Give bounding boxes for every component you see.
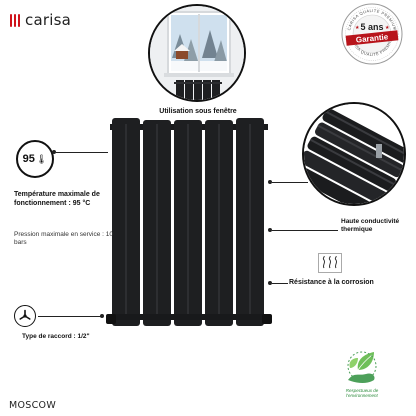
corrosion-resistance-label: Résistance à la corrosion (289, 279, 374, 286)
badge-years: 5 ans (360, 22, 383, 32)
svg-text:★: ★ (355, 25, 360, 31)
guarantee-badge: CARISA QUALITÉ PREMIUM CARISA QUALITÉ PR… (340, 2, 404, 66)
leader-dot-conductivity (268, 228, 272, 232)
leader-dot-corrosion (268, 281, 272, 285)
leader-line-connector (38, 316, 102, 317)
leader-dot-zoom (268, 180, 272, 184)
model-name: MOSCOW (9, 400, 57, 411)
temperature-unit-icon: 🌡︎ (35, 153, 48, 164)
leader-dot-temperature (52, 150, 56, 154)
thermometer-icon: 95 🌡︎ (16, 140, 54, 178)
high-conductivity-label: Haute conductivité thermique (341, 218, 400, 233)
max-pressure-label: Pression maximale en service : 10 bars (14, 231, 113, 246)
brand-name: carisa (25, 11, 71, 29)
window-scene-image (148, 4, 246, 102)
heat-waves-icon (318, 253, 342, 273)
brand-logo: carisa (10, 11, 71, 29)
leader-line-zoom (272, 182, 308, 183)
leader-line-corrosion (272, 283, 288, 284)
temperature-value: 95 (22, 153, 35, 165)
badge-guarantee: Garantie (355, 32, 389, 44)
leader-dot-connector (100, 314, 104, 318)
connector-type-icon (14, 305, 36, 327)
radiator-image (106, 118, 272, 332)
eco-hand-leaf-icon (340, 346, 382, 388)
eco-label: Respectueux de l'environnement (345, 388, 379, 398)
brand-logo-bars-icon (10, 13, 20, 27)
fin-detail-zoom (302, 102, 406, 206)
svg-text:★: ★ (385, 25, 390, 31)
leader-line-temperature (56, 152, 108, 153)
connection-type-label: Type de raccord : 1/2" (22, 333, 90, 340)
leader-line-conductivity (272, 230, 338, 231)
max-temperature-label: Température maximale de fonctionnement :… (14, 191, 100, 207)
window-caption: Utilisation sous fenêtre (159, 108, 237, 115)
